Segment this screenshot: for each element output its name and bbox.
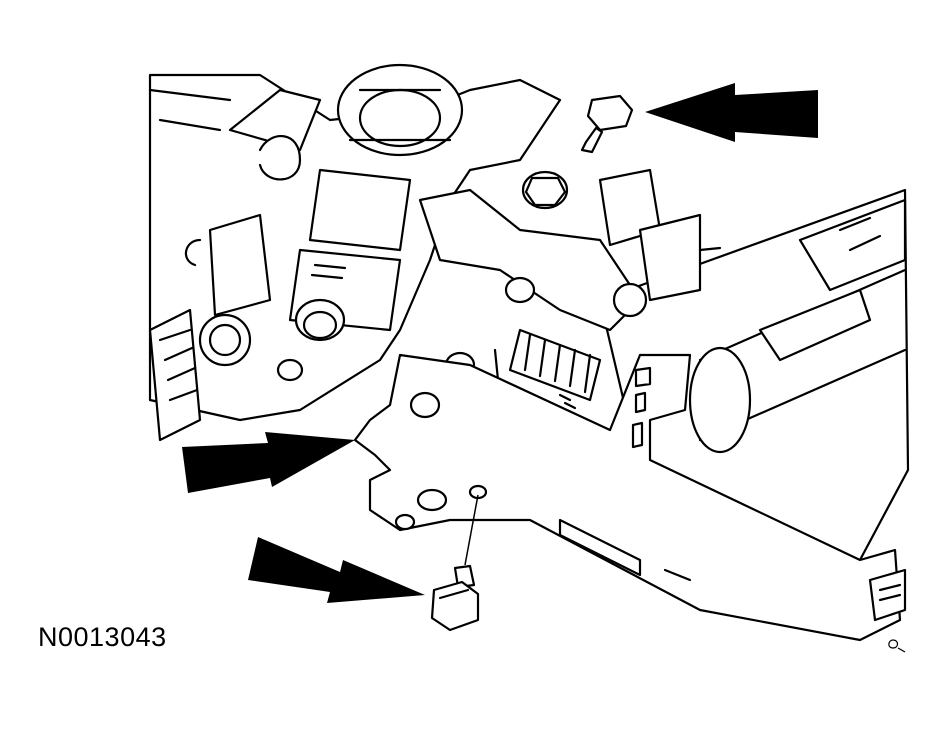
- figure-id-label: N0013043: [38, 622, 167, 652]
- corner-mark: [888, 639, 906, 653]
- arrow-icon: [248, 537, 425, 603]
- lock-housing: [148, 63, 562, 442]
- bolt-icon: [430, 564, 480, 632]
- bolt-icon: [580, 94, 634, 154]
- mounting-bracket: [353, 353, 907, 642]
- guide-line: [464, 494, 479, 566]
- arrow-icon: [182, 432, 355, 493]
- arrow-icon: [645, 83, 818, 142]
